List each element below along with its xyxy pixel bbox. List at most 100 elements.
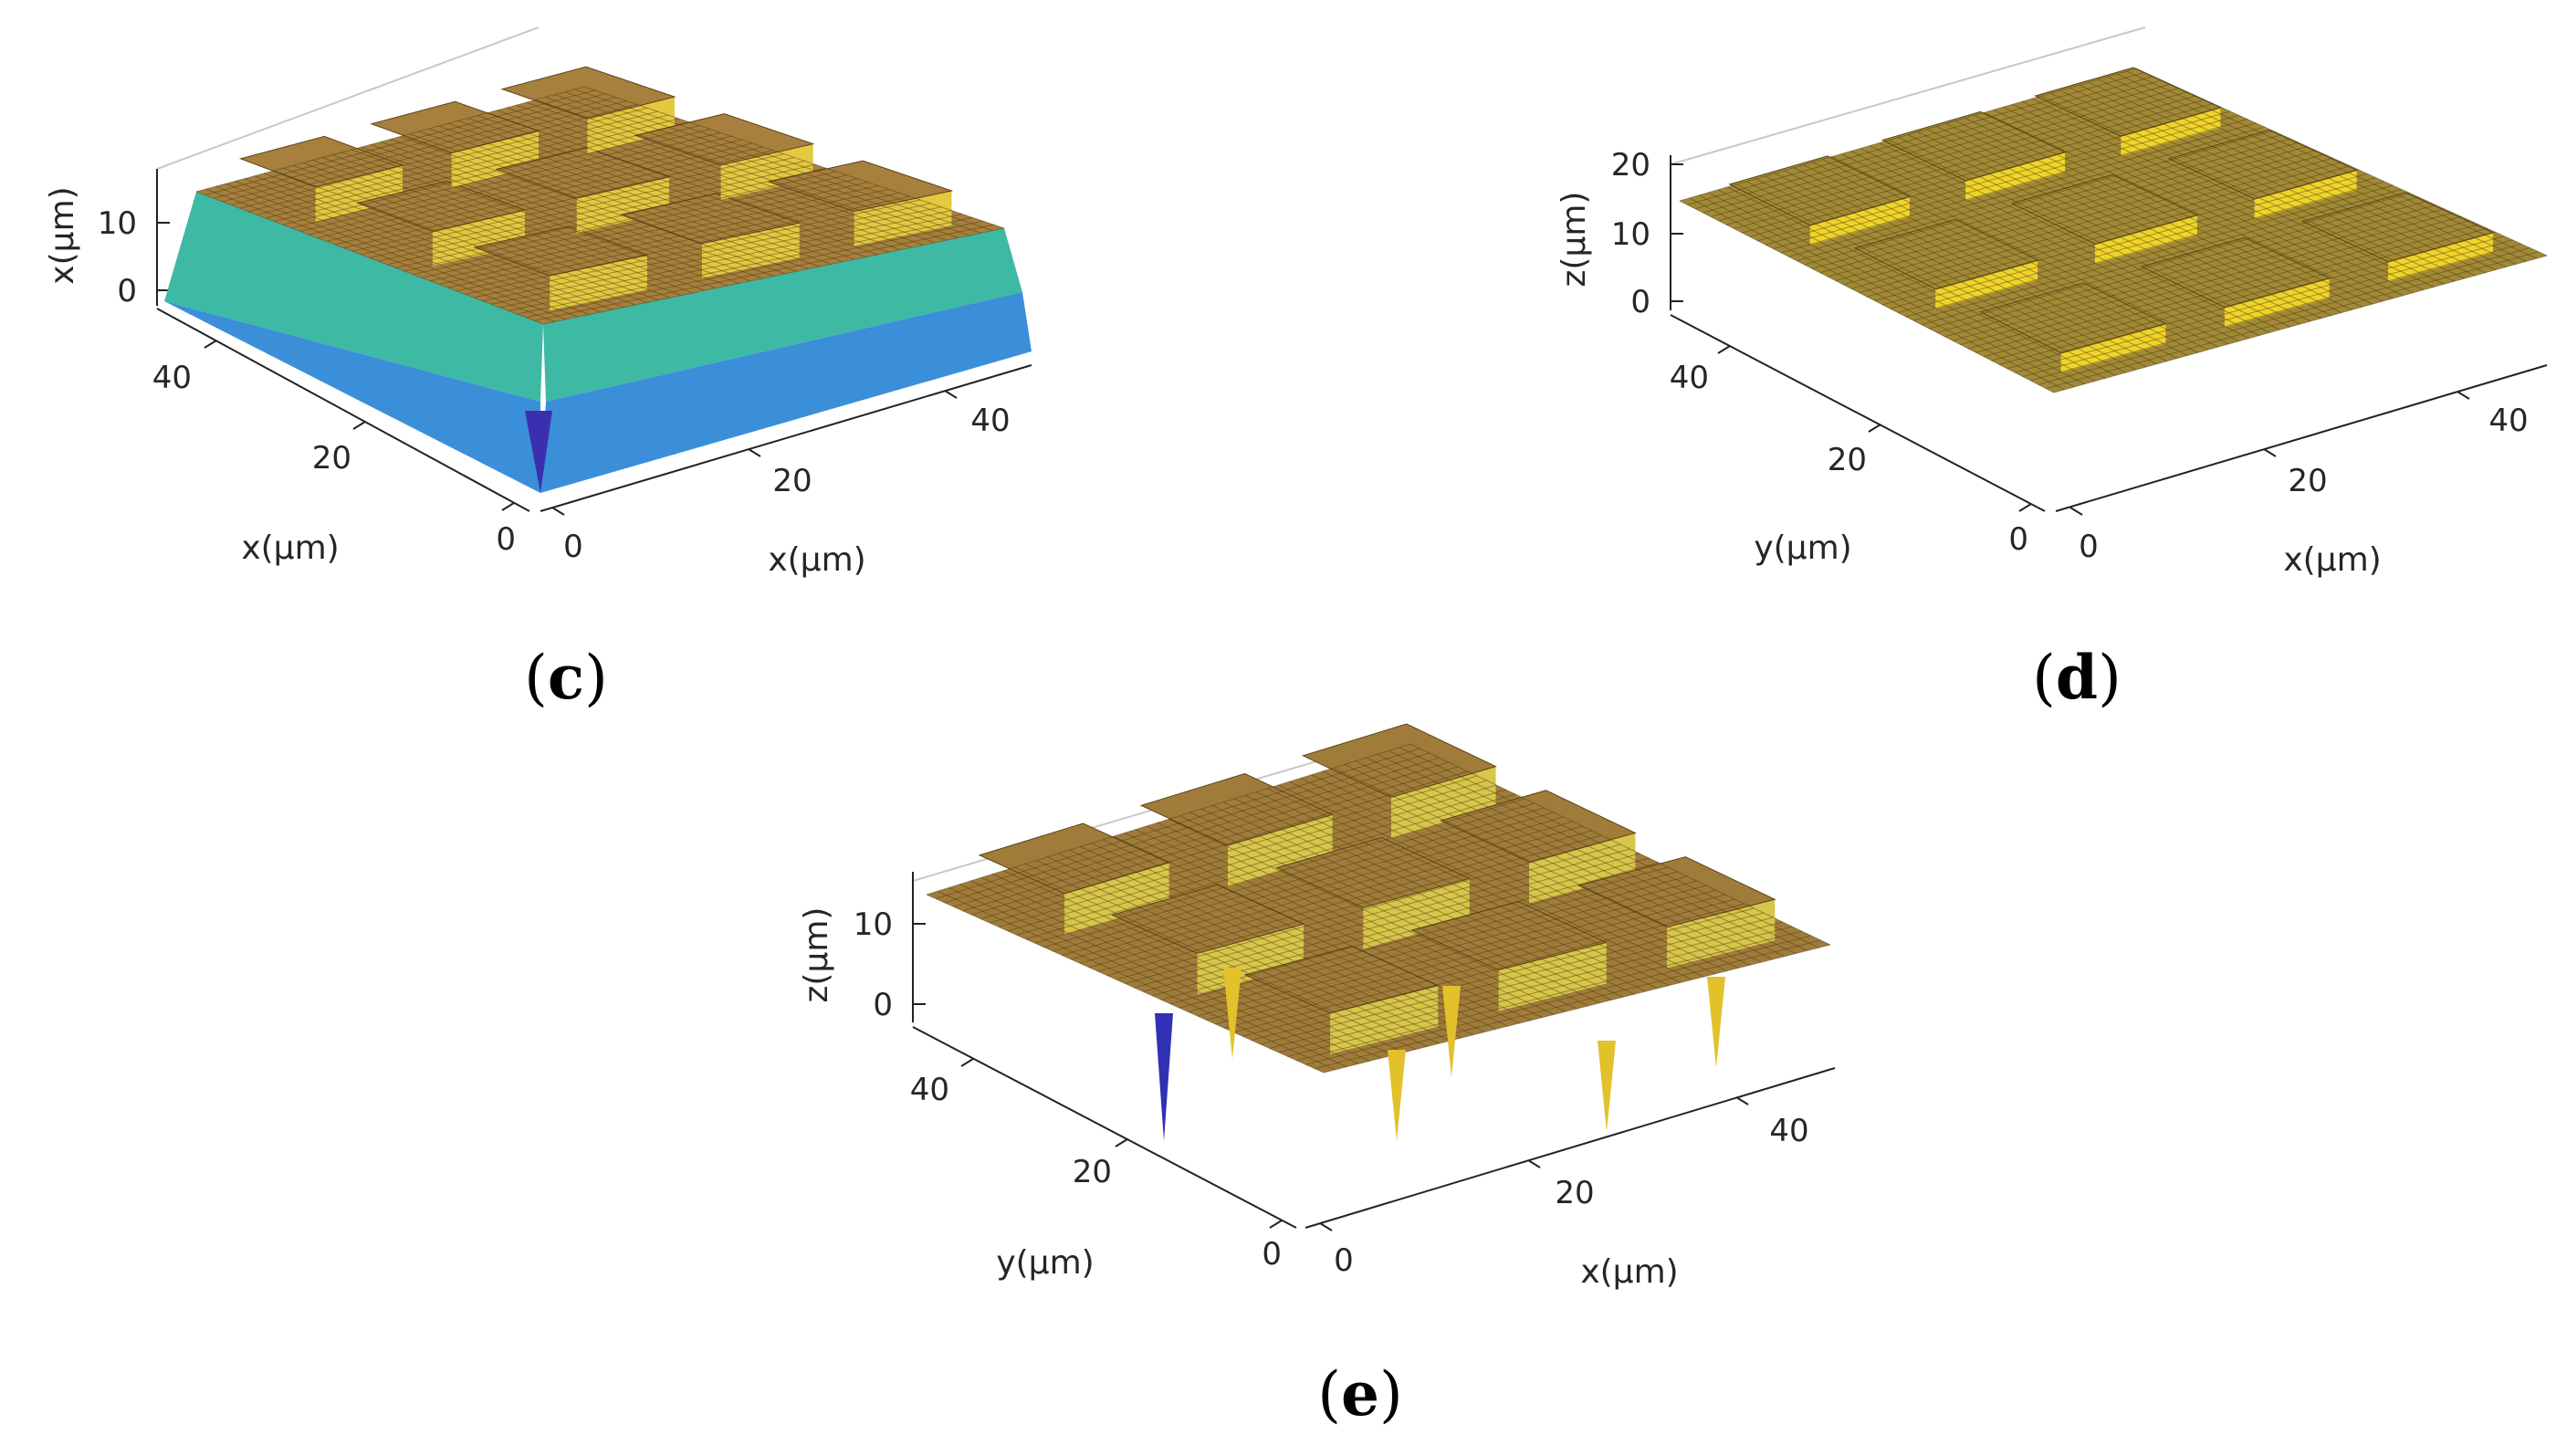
c-mesh-line-u-38 — [564, 91, 981, 234]
c-mesh-line-u-40 — [583, 86, 1005, 229]
panel-e-y-tick-label-0: 0 — [1262, 1236, 1282, 1273]
d-mesh-line-v-25 — [1874, 165, 2351, 301]
d-mesh-line-u-41 — [2069, 87, 2476, 277]
d-mesh-line-u-38 — [2040, 95, 2445, 285]
e-bump-1-top — [1111, 884, 1305, 954]
c-mesh-line-v-39 — [534, 224, 994, 321]
d-mesh-line-v-35 — [1952, 204, 2436, 341]
c-mesh-line-u-28 — [467, 118, 866, 257]
panel-d-y-tick-label-0: 0 — [2008, 521, 2028, 558]
c-mesh-line-u-34 — [526, 101, 936, 244]
c-mesh-line-v-2 — [213, 93, 606, 199]
panel-e-x-tick-label-40: 40 — [1769, 1113, 1808, 1149]
caption-e-close: ) — [1379, 1359, 1403, 1430]
d-mesh-line-v-16 — [1804, 130, 2274, 266]
e-mesh-line-u-7 — [1003, 870, 1405, 1053]
d-mesh-line-u-12 — [1793, 167, 2178, 359]
panel-d-surface-bumps — [1728, 67, 2495, 373]
d-mesh-line-v-18 — [1819, 138, 2290, 274]
d-mesh-line-u-7 — [1745, 181, 2126, 373]
panel-e-x-axis — [1304, 1067, 1836, 1229]
e-mesh-line-u-0 — [926, 894, 1325, 1074]
d-mesh-line-u-2 — [1698, 194, 2075, 388]
d-mesh-line-u-15 — [1822, 159, 2208, 351]
e-mesh-line-v-40 — [1287, 926, 1793, 1057]
e-mesh-line-v-2 — [944, 752, 1430, 904]
d-mesh-line-u-44 — [2098, 79, 2507, 267]
e-mesh-line-v-20 — [1106, 834, 1602, 977]
d-mesh-line-v-0 — [1679, 68, 2137, 202]
e-mesh-line-v-8 — [998, 780, 1487, 927]
panel-d-y-axis — [1670, 314, 2046, 512]
panel-c-surface-wall-left-lower — [164, 301, 540, 493]
panel-e-surface-plot: 0 10 z(μm) 40 20 0 y(μm) 0 20 40 x(μm) — [798, 723, 1836, 1291]
e-mesh-line-u-10 — [1036, 860, 1440, 1044]
panel-d-surface-mesh — [1679, 68, 2548, 393]
d-mesh-line-u-4 — [1717, 189, 2096, 382]
panel-c-z-axis-label: x(μm) — [44, 186, 81, 284]
e-mesh-line-u-5 — [981, 876, 1382, 1059]
c-mesh-line-v-32 — [473, 199, 921, 299]
caption-d-close: ) — [2098, 643, 2122, 713]
d-mesh-line-u-20 — [1870, 145, 2260, 336]
d-mesh-line-v-29 — [1905, 181, 2385, 318]
e-spike-2 — [1598, 1041, 1616, 1132]
panel-e-z-tick-label-0: 0 — [873, 987, 893, 1023]
d-mesh-line-u-45 — [2107, 76, 2517, 265]
c-mesh-line-v-30 — [456, 192, 900, 292]
c-mesh-line-v-21 — [378, 160, 805, 262]
d-bump-0-front — [1809, 196, 1910, 246]
e-mesh-line-u-39 — [1355, 760, 1774, 960]
e-mesh-line-u-13 — [1069, 849, 1474, 1036]
c-mesh-line-u-5 — [244, 178, 602, 313]
e-mesh-line-v-39 — [1278, 921, 1783, 1053]
panel-e-y-tick-40 — [960, 1058, 974, 1067]
d-mesh-line-v-38 — [1975, 215, 2462, 353]
e-mesh-line-v-36 — [1251, 907, 1755, 1042]
e-mesh-line-u-26 — [1211, 805, 1624, 998]
c-mesh-line-v-4 — [230, 100, 627, 205]
d-bump-7-front — [2254, 170, 2357, 219]
panel-e-y-axis-label: y(μm) — [996, 1244, 1094, 1282]
panel-c-surface-mesh — [195, 86, 1005, 325]
e-mesh-line-v-33 — [1224, 894, 1726, 1029]
e-mesh-line-v-7 — [990, 775, 1478, 924]
panel-c-y-tick-label-40: 40 — [152, 360, 192, 396]
e-mesh-line-u-21 — [1157, 822, 1566, 1012]
d-mesh-line-v-10 — [1757, 107, 2222, 242]
e-mesh-line-v-41 — [1296, 930, 1802, 1062]
e-spike-5 — [1223, 968, 1242, 1059]
c-mesh-line-u-17 — [361, 146, 739, 284]
e-mesh-line-v-43 — [1314, 939, 1821, 1070]
d-mesh-line-v-15 — [1796, 126, 2265, 262]
panel-e-x-tick-label-0: 0 — [1334, 1242, 1354, 1279]
c-mesh-line-v-13 — [309, 131, 721, 236]
caption-e-letter: e — [1341, 1358, 1379, 1430]
e-mesh-line-u-4 — [969, 880, 1370, 1062]
panel-c-y-tick-label-20: 20 — [312, 440, 351, 477]
d-mesh-line-v-36 — [1960, 208, 2445, 345]
panel-e-x-axis-label: x(μm) — [1580, 1253, 1678, 1291]
panel-d-back-wall-top — [1670, 26, 2146, 165]
e-bump-2-top — [1243, 946, 1440, 1014]
d-mesh-line-u-8 — [1755, 178, 2137, 371]
d-mesh-line-u-0 — [1679, 200, 2055, 393]
d-mesh-line-v-46 — [2038, 246, 2530, 385]
e-mesh-line-v-6 — [980, 770, 1468, 920]
d-mesh-line-v-34 — [1944, 200, 2427, 338]
d-mesh-line-u-10 — [1774, 173, 2157, 365]
e-spike-3 — [1707, 977, 1725, 1068]
e-mesh-line-v-30 — [1197, 880, 1697, 1017]
d-mesh-line-u-27 — [1936, 125, 2331, 317]
panel-d-x-tick-label-0: 0 — [2079, 529, 2099, 565]
e-mesh-line-u-31 — [1267, 788, 1682, 983]
panel-d-x-axis — [2055, 364, 2548, 512]
d-mesh-line-u-32 — [1984, 111, 2384, 302]
e-mesh-line-v-18 — [1088, 825, 1583, 969]
d-bump-0-top — [1728, 155, 1912, 226]
e-mesh-line-v-27 — [1169, 866, 1669, 1005]
panel-d-x-tick-label-20: 20 — [2288, 463, 2327, 499]
caption-e-open: ( — [1317, 1359, 1341, 1430]
c-mesh-line-u-12 — [312, 160, 682, 296]
c-mesh-line-u-11 — [302, 162, 671, 299]
